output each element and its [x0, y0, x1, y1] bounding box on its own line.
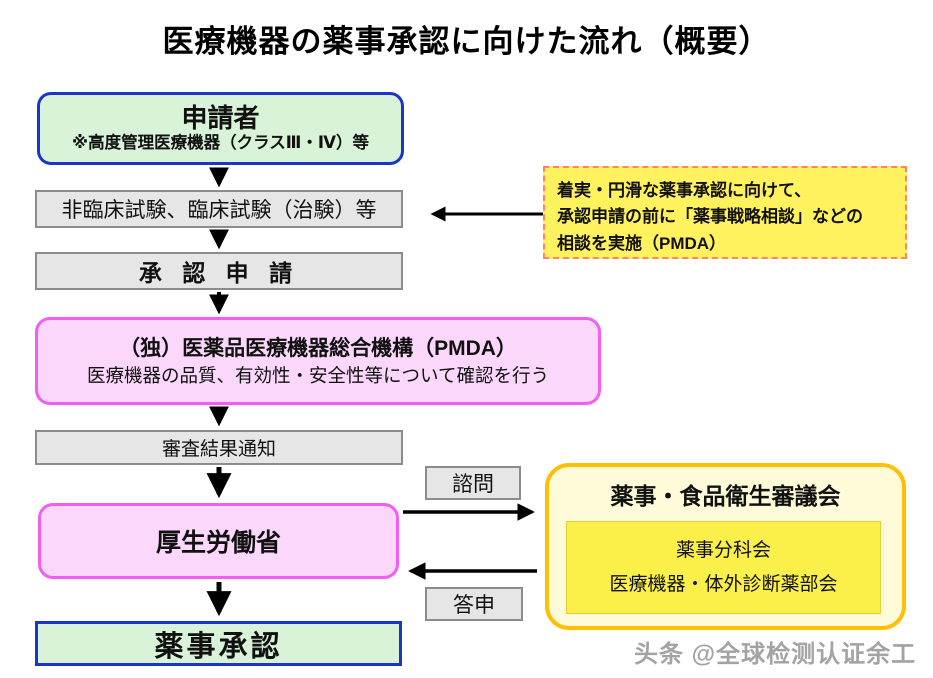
council-subcommittee-box: 薬事分科会 医療機器・体外診断薬部会	[566, 521, 881, 614]
report-label-box: 答申	[425, 587, 523, 621]
review-result-label: 審査結果通知	[161, 439, 276, 460]
watermark: 头条 @全球检测认证余工	[634, 641, 917, 668]
note-line-3: 相談を実施（PMDA）	[557, 233, 727, 253]
council-subcommittee-line-2: 医療機器・体外診断薬部会	[609, 573, 838, 595]
nonclinical-trials-label: 非臨床試験、臨床試験（治験）等	[61, 199, 377, 222]
applicant-title: 申請者	[181, 103, 260, 133]
mhlw-label: 厚生労働省	[155, 529, 281, 557]
applicant-box: 申請者 ※高度管理医療機器（クラスⅢ・Ⅳ）等	[37, 92, 404, 165]
approval-application-box: 承 認 申 請	[35, 252, 403, 290]
page-title: 医療機器の薬事承認に向けた流れ（概要）	[162, 24, 771, 59]
strategy-note-box: 着実・円滑な薬事承認に向けて、 承認申請の前に「薬事戦略相談」などの 相談を実施…	[543, 166, 907, 259]
council-subcommittee-line-1: 薬事分科会	[675, 540, 771, 562]
pharmaceutical-approval-label: 薬事承認	[154, 630, 283, 663]
pharmaceutical-approval-box: 薬事承認	[35, 621, 402, 666]
mhlw-box: 厚生労働省	[38, 503, 399, 579]
nonclinical-trials-box: 非臨床試験、臨床試験（治験）等	[35, 190, 403, 228]
consult-label-box: 諮問	[425, 466, 521, 500]
review-result-box: 審査結果通知	[35, 430, 403, 465]
pmda-box: （独）医薬品医療機器総合機構（PMDA） 医療機器の品質、有効性・安全性等につい…	[35, 317, 601, 405]
note-line-2: 承認申請の前に「薬事戦略相談」などの	[557, 207, 863, 227]
applicant-subtitle: ※高度管理医療機器（クラスⅢ・Ⅳ）等	[72, 134, 369, 153]
note-line-1: 着実・円滑な薬事承認に向けて、	[557, 181, 812, 200]
consult-label: 諮問	[452, 473, 494, 496]
council-title: 薬事・食品衛生審議会	[610, 483, 841, 509]
approval-application-label: 承 認 申 請	[138, 260, 300, 286]
pmda-description: 医療機器の品質、有効性・安全性等について確認を行う	[87, 365, 549, 387]
pmda-title: （独）医薬品医療機器総合機構（PMDA）	[119, 336, 517, 360]
report-label: 答申	[453, 594, 495, 617]
